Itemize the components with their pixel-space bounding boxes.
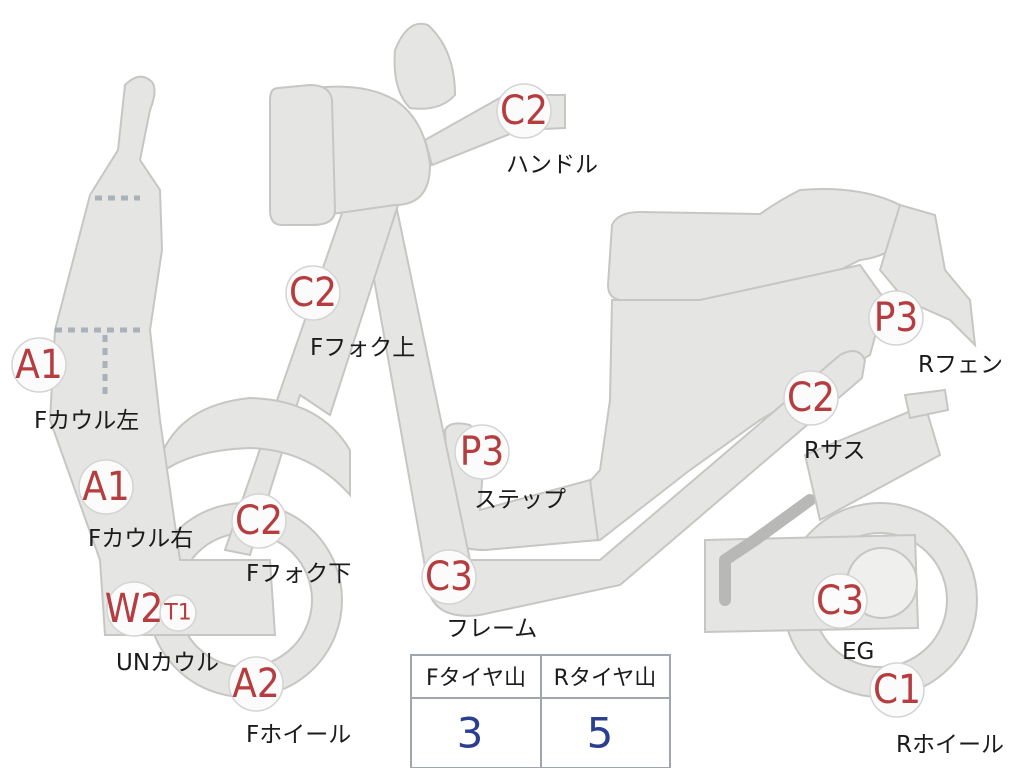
label-handle: ハンドル (506, 152, 598, 178)
rear-suspension-rod-shape (903, 388, 950, 420)
grade-text: A2 (232, 661, 280, 707)
grade-text: W2 (105, 586, 163, 632)
tire-tread-table: Fタイヤ山 Rタイヤ山 3 5 (410, 654, 671, 768)
label-un-cowl: UNカウル (116, 650, 219, 676)
label-step: ステップ (474, 487, 566, 513)
table-value-front-tire: 3 (457, 709, 484, 758)
front-fender-shape (158, 396, 351, 498)
label-f-cowl-left: Fカウル左 (34, 408, 139, 434)
grade-text: T1 (163, 601, 191, 626)
rear-suspension-shape (803, 403, 942, 522)
grade-text: C2 (289, 270, 337, 316)
label-f-wheel: Fホイール (246, 722, 351, 748)
label-f-fork-lower: Fフォク下 (246, 561, 351, 587)
label-r-wheel: Rホイール (896, 732, 1004, 758)
grade-badge-un-cowl: W2 (105, 581, 163, 637)
exhaust-pipe-shape (719, 494, 816, 606)
grade-text: C3 (425, 554, 473, 600)
grade-badge-r-fender: P3 (868, 290, 924, 346)
grade-text: C1 (873, 667, 921, 713)
grade-badge-un-cowl-extra: T1 (159, 594, 197, 632)
grade-text: C2 (500, 88, 548, 134)
grade-badge-f-fork-lower: C2 (231, 493, 287, 549)
grade-text: C2 (787, 375, 835, 421)
grade-badge-f-wheel: A2 (228, 656, 284, 712)
label-frame: フレーム (446, 616, 537, 642)
grade-badge-r-wheel: C1 (869, 662, 925, 718)
grade-text: A1 (15, 342, 63, 388)
grade-text: P3 (874, 295, 919, 341)
grade-badge-step: P3 (454, 424, 510, 480)
grade-badge-f-cowl-right: A1 (78, 459, 134, 515)
label-f-cowl-right: Fカウル右 (88, 526, 193, 552)
grade-badge-frame: C3 (421, 549, 477, 605)
grade-text: C2 (235, 498, 283, 544)
grade-badge-f-cowl-left: A1 (11, 337, 67, 393)
label-engine: EG (842, 639, 874, 665)
table-value-rear-tire: 5 (587, 709, 614, 758)
label-r-fender: Rフェン (918, 352, 1003, 378)
grade-badge-r-sus: C2 (783, 370, 839, 426)
grade-badge-handle: C2 (496, 83, 552, 139)
grade-badge-f-fork-upper: C2 (285, 265, 341, 321)
table-header-rear-tire: Rタイヤ山 (554, 666, 657, 691)
label-f-fork-upper: Fフォク上 (310, 335, 415, 361)
grade-text: A1 (82, 464, 130, 510)
mirror-shape (393, 22, 457, 110)
rear-fender-shape (878, 203, 977, 348)
grade-badge-engine: C3 (812, 573, 868, 629)
grade-text: C3 (816, 578, 864, 624)
table-header-front-tire: Fタイヤ山 (426, 666, 526, 691)
headlight-shape (269, 83, 337, 226)
frame-shape (358, 199, 867, 617)
grade-text: P3 (460, 429, 505, 475)
label-r-sus: Rサス (804, 438, 866, 464)
